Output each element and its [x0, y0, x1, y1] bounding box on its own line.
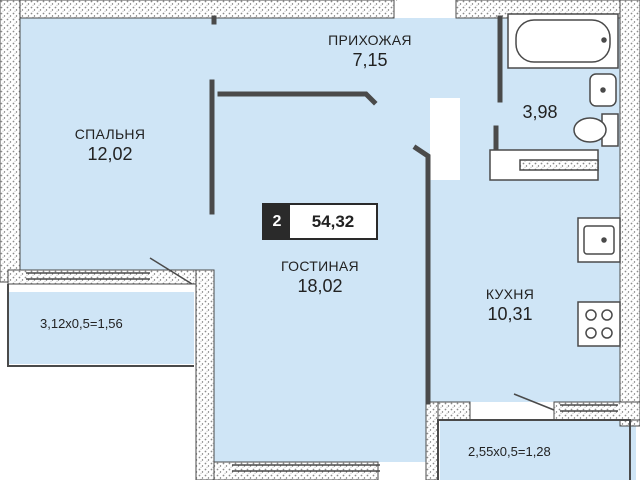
balcony-left-floor [8, 292, 194, 364]
balcony-right-floor [440, 420, 636, 480]
room-label-bathroom: 3,98 [510, 100, 570, 123]
balcony-outlines [7, 284, 631, 480]
bathtub-icon [507, 13, 619, 69]
room-name: ГОСТИНАЯ [281, 258, 359, 274]
hallway-floor [214, 18, 460, 98]
rooms-count-badge: 2 [264, 205, 290, 238]
balcony-left-label: 3,12x0,5=1,56 [40, 316, 123, 331]
balcony-right-label: 2,55x0,5=1,28 [468, 444, 551, 459]
kitchen-sink-icon [577, 217, 621, 263]
total-area-value: 54,32 [311, 211, 355, 231]
room-label-kitchen: КУХНЯ 10,31 [460, 286, 560, 325]
apartment-badge: 2 54,32 [262, 203, 378, 240]
stove-icon [577, 301, 621, 347]
sink-icon [589, 73, 617, 107]
windows [26, 272, 618, 472]
bathroom-partition [489, 149, 599, 181]
room-fills [8, 18, 636, 480]
bedroom-floor [20, 18, 216, 270]
room-area: 10,31 [487, 304, 533, 324]
room-name: СПАЛЬНЯ [74, 126, 146, 142]
room-area: 7,15 [352, 50, 388, 70]
interior-walls [209, 15, 503, 405]
room-area: 12,02 [87, 144, 133, 164]
room-area: 3,98 [522, 102, 558, 122]
toilet-icon [573, 113, 619, 147]
door-swings [149, 0, 555, 411]
living-floor [214, 90, 430, 462]
room-name: КУХНЯ [485, 286, 535, 302]
room-label-hallway: ПРИХОЖАЯ 7,15 [300, 32, 440, 71]
room-label-bedroom: СПАЛЬНЯ 12,02 [40, 126, 180, 165]
kitchen-floor [430, 180, 620, 402]
room-name: ПРИХОЖАЯ [328, 32, 412, 48]
room-area: 18,02 [297, 276, 343, 296]
room-label-living: ГОСТИНАЯ 18,02 [250, 258, 390, 297]
